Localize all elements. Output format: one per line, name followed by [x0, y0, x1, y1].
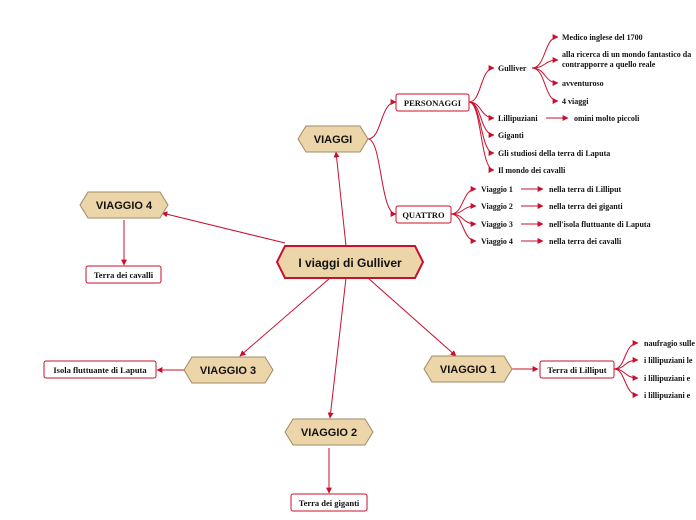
viaggio3-place-node[interactable]: Isola fluttuante di Laputa: [43, 360, 157, 379]
edge-gulliver-t3: [531, 67, 559, 86]
viaggio2-label: VIAGGIO 2: [301, 427, 357, 439]
viaggio1-node[interactable]: VIAGGIO 1: [423, 355, 513, 383]
quattro-node[interactable]: QUATTRO: [395, 205, 452, 224]
connectors: [121, 34, 639, 494]
viaggi-node[interactable]: VIAGGI: [297, 125, 369, 153]
trip-name[interactable]: Viaggio 1: [481, 185, 513, 194]
trip-name[interactable]: Viaggio 3: [481, 220, 513, 229]
personaggio-label[interactable]: Gli studiosi della terra di Laputa: [498, 149, 610, 158]
viaggi-label: VIAGGI: [314, 134, 353, 146]
trip-name[interactable]: Viaggio 2: [481, 202, 513, 211]
lilliput-detail[interactable]: i lillipuziani e: [644, 391, 691, 400]
edge-lilliput-d1: [613, 340, 639, 370]
viaggio2-node[interactable]: VIAGGIO 2: [284, 418, 374, 446]
trip-place[interactable]: nell'isola fluttuante di Laputa: [549, 220, 651, 229]
trip-place[interactable]: nella terra dei cavalli: [549, 237, 622, 246]
personaggio-label[interactable]: Giganti: [498, 131, 525, 140]
viaggio4-label: VIAGGIO 4: [96, 200, 153, 212]
edge-personaggi-gulliver: [468, 65, 495, 103]
gulliver-label[interactable]: Gulliver: [498, 64, 527, 73]
lilliput-detail[interactable]: naufragio sulle: [644, 339, 695, 348]
viaggio3-place: Isola fluttuante di Laputa: [53, 365, 147, 375]
personaggi-node[interactable]: PERSONAGGI: [395, 93, 470, 112]
viaggio4-node[interactable]: VIAGGIO 4: [79, 191, 169, 219]
edge-quattro-v4: [450, 213, 477, 244]
edge-personaggi-cavalli: [468, 101, 495, 173]
gulliver-trait[interactable]: 4 viaggi: [562, 97, 589, 106]
personaggio-label[interactable]: Il mondo dei cavalli: [498, 166, 566, 175]
trip-name[interactable]: Viaggio 4: [481, 237, 513, 246]
edge-quattro-v1: [450, 186, 477, 215]
root-node[interactable]: I viaggi di Gulliver: [275, 245, 425, 279]
lilliput-detail[interactable]: i lillipuziani le: [644, 356, 693, 365]
viaggio1-place-node[interactable]: Terra di Lilliput: [539, 360, 615, 379]
viaggio3-node[interactable]: VIAGGIO 3: [183, 356, 274, 384]
edge-viaggi-quattro: [367, 138, 397, 217]
trip-place[interactable]: nella terra di Lilliput: [549, 185, 622, 194]
viaggio2-place: Terra dei giganti: [299, 498, 360, 508]
trip-place[interactable]: nella terra dei giganti: [549, 202, 623, 211]
edge-viaggi-personaggi: [367, 99, 397, 140]
edge-root-viaggio3: [239, 277, 331, 357]
personaggi-label: PERSONAGGI: [404, 98, 462, 108]
gulliver-trait[interactable]: Medico inglese del 1700: [562, 33, 643, 42]
gulliver-trait[interactable]: avventuroso: [562, 79, 604, 88]
edge-quattro-v3: [450, 213, 477, 227]
viaggio3-label: VIAGGIO 3: [200, 365, 256, 377]
lillipuziani-detail[interactable]: omini molto piccoli: [574, 114, 640, 123]
leaf-labels: Gulliver Medico inglese del 1700 alla ri…: [481, 33, 695, 400]
viaggio1-label: VIAGGIO 1: [440, 364, 496, 376]
viaggio4-place: Terra dei cavalli: [94, 270, 154, 280]
lilliput-detail[interactable]: i lillipuziani e: [644, 374, 691, 383]
edge-personaggi-studiosi: [468, 101, 495, 156]
gulliver-trait[interactable]: contrapporre a quello reale: [562, 60, 656, 69]
viaggio4-place-node[interactable]: Terra dei cavalli: [85, 265, 162, 284]
edge-root-viaggio4: [161, 211, 286, 244]
edge-gulliver-t1: [531, 34, 559, 69]
edge-gulliver-t4: [531, 67, 559, 104]
edge-root-viaggi: [333, 151, 347, 247]
viaggio2-place-node[interactable]: Terra dei giganti: [290, 493, 368, 512]
gulliver-trait[interactable]: alla ricerca di un mondo fantastico da: [562, 50, 691, 59]
edge-root-viaggio2: [327, 277, 347, 419]
root-label: I viaggi di Gulliver: [298, 256, 402, 270]
quattro-label: QUATTRO: [402, 210, 445, 220]
edge-root-viaggio1: [367, 277, 457, 357]
lillipuziani-label[interactable]: Lillipuziani: [498, 114, 538, 123]
edge-lilliput-d4: [613, 368, 639, 398]
viaggio1-place: Terra di Lilliput: [547, 365, 606, 375]
